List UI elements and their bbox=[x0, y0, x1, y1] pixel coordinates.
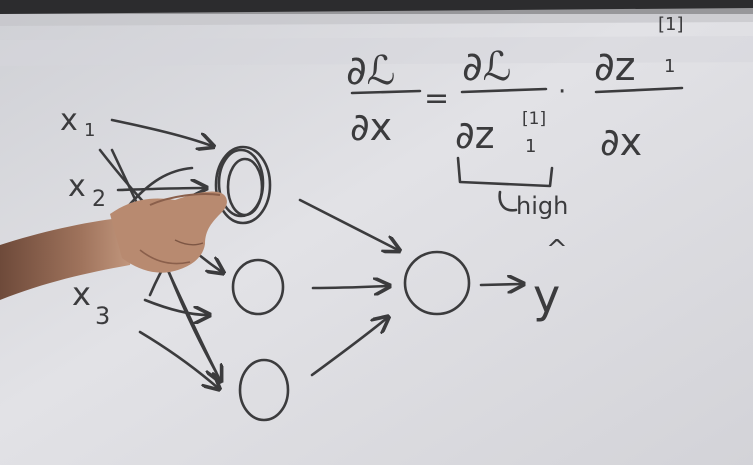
lhs-denominator: ∂x bbox=[350, 105, 392, 149]
multiply-dot: · bbox=[558, 77, 566, 107]
input-x2-label: x 2 bbox=[68, 169, 106, 212]
bracket-pointer bbox=[498, 190, 518, 212]
svg-text:2: 2 bbox=[92, 187, 106, 212]
output-neuron bbox=[403, 250, 471, 316]
svg-text:x: x bbox=[68, 169, 86, 204]
chain-rule-equation: ∂ℒ ∂x = ∂ℒ ∂z [1] 1 · ∂z [1] 1 ∂x high bbox=[346, 14, 684, 220]
hidden-to-output-arrows bbox=[298, 198, 398, 377]
svg-text:x: x bbox=[72, 275, 91, 313]
equals-sign: = bbox=[424, 81, 449, 116]
rhs-fraction-bar bbox=[594, 86, 684, 94]
hidden-neuron-3 bbox=[238, 358, 290, 422]
svg-text:^: ^ bbox=[546, 235, 568, 265]
input-x1-label: x 1 bbox=[60, 103, 95, 141]
presenter-arm bbox=[0, 191, 227, 300]
rhs-subscript: 1 bbox=[664, 56, 675, 77]
rhs-superscript: [1] bbox=[658, 14, 684, 35]
rhs-numerator: ∂z bbox=[594, 44, 636, 90]
bracket-note: high bbox=[516, 192, 568, 220]
rhs-denominator: ∂x bbox=[600, 120, 642, 164]
svg-text:x: x bbox=[60, 103, 78, 138]
input-arrows bbox=[98, 118, 222, 388]
mid-fraction-bar bbox=[460, 87, 548, 94]
svg-text:1: 1 bbox=[84, 120, 95, 141]
mid-superscript: [1] bbox=[522, 109, 546, 129]
svg-text:3: 3 bbox=[95, 302, 110, 330]
y-hat-label: ^ y bbox=[533, 235, 568, 323]
mid-subscript: 1 bbox=[525, 136, 536, 157]
hidden-neuron-2 bbox=[231, 258, 285, 316]
lhs-fraction-bar bbox=[350, 89, 422, 95]
hidden-neuron-1 bbox=[214, 145, 272, 225]
output-arrow bbox=[479, 284, 522, 285]
svg-text:y: y bbox=[533, 269, 560, 323]
input-x3-label: x 3 bbox=[72, 275, 110, 330]
underbrace-bracket bbox=[456, 156, 554, 188]
lhs-numerator: ∂ℒ bbox=[346, 48, 396, 94]
mid-denominator: ∂z bbox=[455, 113, 495, 157]
mid-numerator: ∂ℒ bbox=[462, 44, 512, 90]
